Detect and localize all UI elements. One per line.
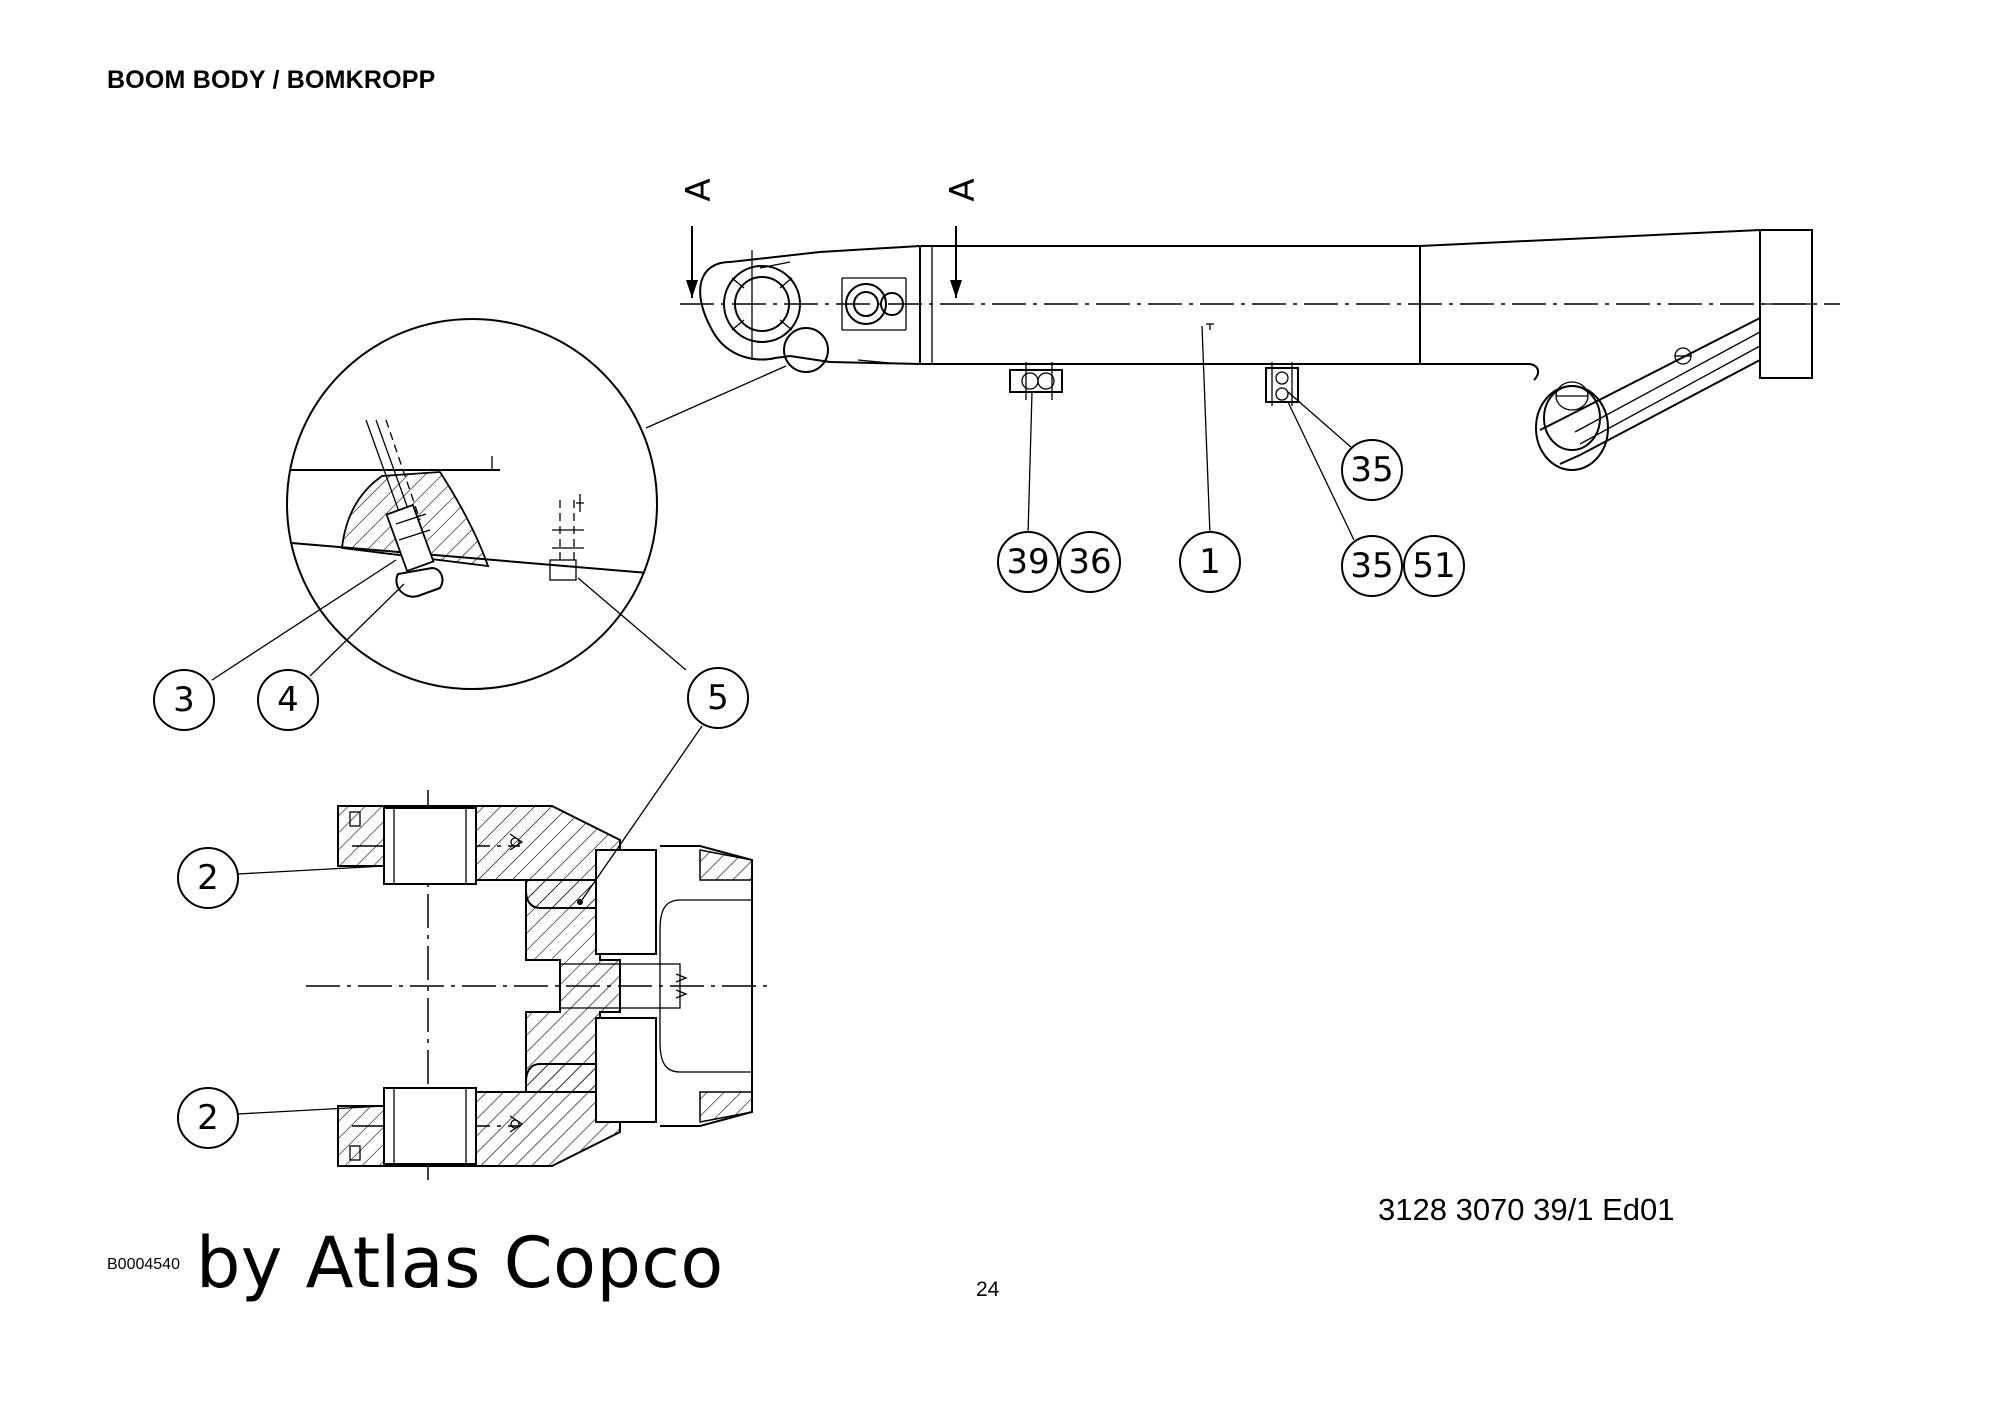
boom-rear-section	[1419, 228, 1813, 471]
balloon-36: 36	[1068, 542, 1111, 582]
detail-view	[211, 318, 787, 690]
boom-side-view: A A	[679, 178, 1840, 541]
boom-clevis-head	[699, 245, 921, 373]
balloon-3: 3	[173, 680, 195, 720]
document-number: 3128 3070 39/1 Ed01	[1378, 1192, 1675, 1227]
balloon-group-1: 1	[1179, 531, 1241, 593]
balloon-group-39-36: 39 36	[997, 531, 1121, 593]
balloon-51: 51	[1412, 546, 1455, 586]
balloon-group-35-top: 35	[1341, 439, 1403, 501]
balloon-group-2-top: 2	[177, 847, 239, 909]
balloon-2-bottom: 2	[197, 1098, 219, 1138]
section-marker-left: A	[679, 178, 719, 298]
page-title: BOOM BODY / BOMKROPP	[107, 66, 436, 94]
balloon-35-top: 35	[1350, 450, 1393, 490]
hose-clamp-left	[1009, 362, 1063, 400]
balloon-2-top: 2	[197, 858, 219, 898]
balloon-39: 39	[1006, 542, 1049, 582]
balloon-group-35-51: 35 51	[1341, 535, 1465, 597]
balloon-group-5: 5	[687, 667, 749, 729]
section-label-a-right: A	[943, 178, 983, 201]
boom-main-tube	[919, 245, 1421, 365]
balloon-group-3: 3	[153, 669, 215, 731]
hose-clamp-right	[1265, 362, 1299, 406]
balloon-1: 1	[1199, 542, 1221, 582]
balloon-35-bottom: 35	[1350, 546, 1393, 586]
section-a-a-view	[237, 725, 770, 1180]
image-id: B0004540	[107, 1256, 180, 1273]
section-marker-right: A	[943, 178, 983, 298]
watermark: by Atlas Copco	[196, 1222, 724, 1304]
section-label-a-left: A	[679, 178, 719, 201]
balloon-4: 4	[277, 680, 299, 720]
balloon-group-4: 4	[257, 669, 319, 731]
balloon-group-2-bottom: 2	[177, 1087, 239, 1149]
page-number: 24	[976, 1278, 1000, 1301]
balloon-5: 5	[707, 678, 729, 718]
